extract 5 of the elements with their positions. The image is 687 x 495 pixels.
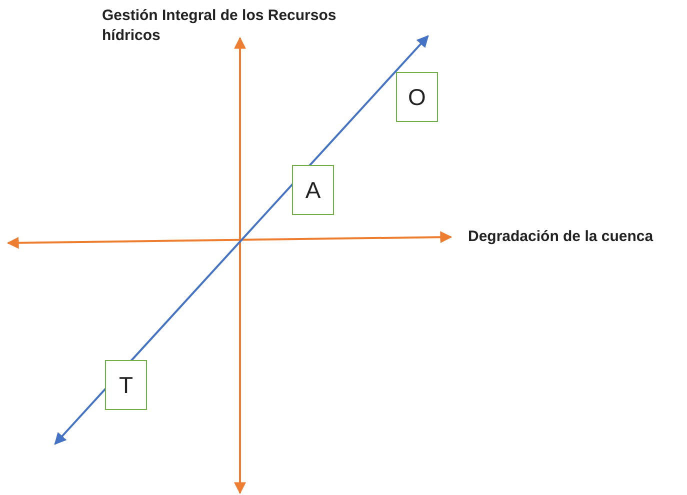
letter-box: O [396,72,438,122]
letter-box: A [292,165,334,215]
x-axis-label: Degradación de la cuenca [468,227,654,247]
y-axis-label: Gestión Integral de los Recursos hídricos [102,6,338,46]
letter-box: T [105,360,147,410]
